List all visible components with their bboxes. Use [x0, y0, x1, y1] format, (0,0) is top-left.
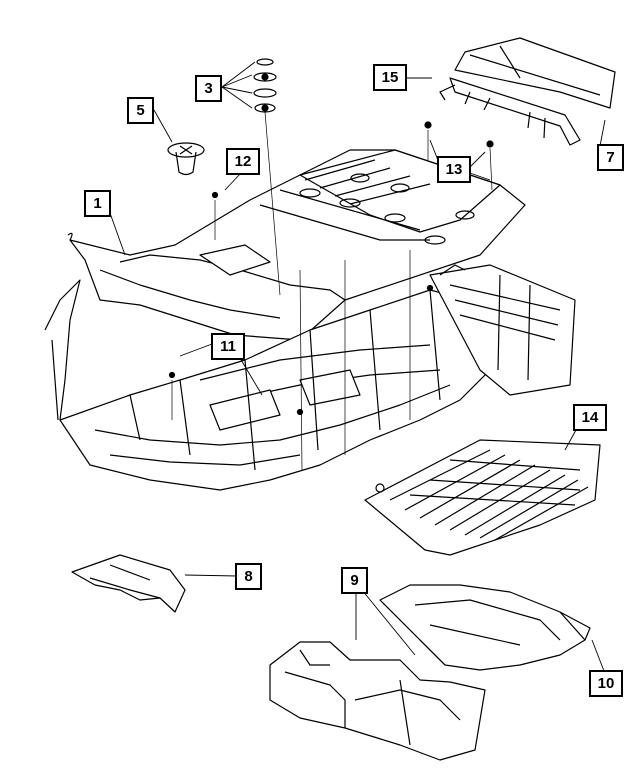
heat-shield-bracket — [71, 554, 186, 613]
callout-11: 11 — [211, 333, 245, 360]
install-lines — [171, 111, 493, 471]
callout-9: 9 — [341, 567, 368, 594]
push-fastener — [167, 142, 205, 176]
callout-5: 5 — [127, 97, 154, 124]
callout-3: 3 — [195, 75, 222, 102]
fasteners — [168, 121, 494, 416]
callout-14: 14 — [573, 404, 607, 431]
underbody-shield — [364, 439, 601, 556]
callout-10: 10 — [589, 670, 623, 697]
upper-floor-carpet — [67, 149, 526, 341]
callout-7: 7 — [597, 144, 624, 171]
callout-12: 12 — [226, 148, 260, 175]
callout-15: 15 — [373, 64, 407, 91]
cargo-tray — [379, 584, 591, 671]
clip-set — [253, 58, 277, 113]
leader-lines — [109, 61, 606, 672]
callout-8: 8 — [235, 563, 262, 590]
callout-13: 13 — [437, 156, 471, 183]
callout-1: 1 — [84, 190, 111, 217]
front-floor-mat — [269, 641, 486, 761]
rear-trim-panel — [439, 37, 616, 146]
floor-pan — [44, 264, 576, 491]
